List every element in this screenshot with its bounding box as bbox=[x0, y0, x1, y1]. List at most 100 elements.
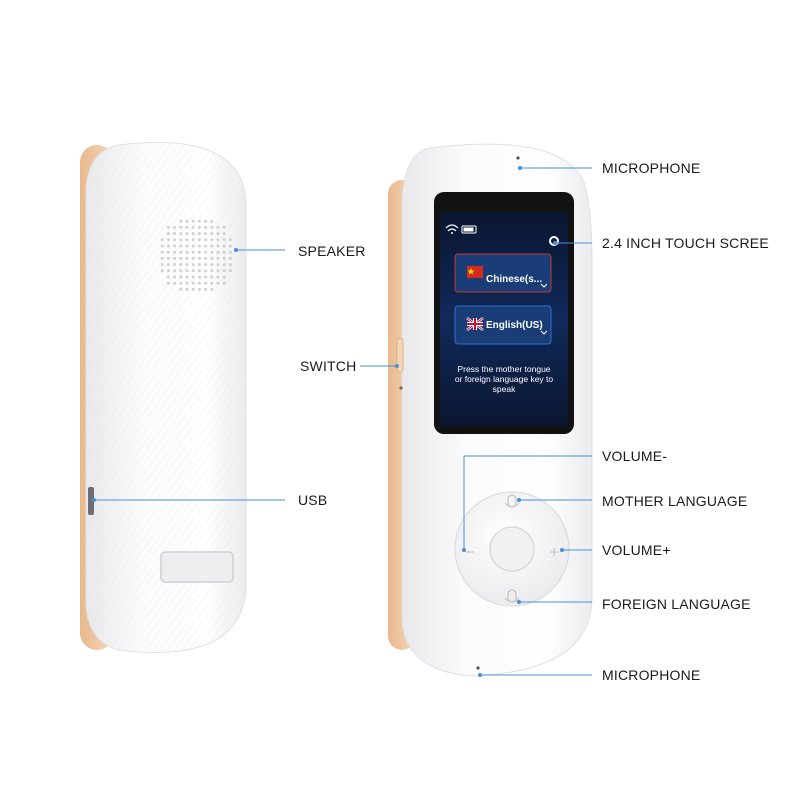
speaker-hole bbox=[210, 275, 214, 279]
speaker-hole bbox=[216, 263, 220, 267]
speaker-hole bbox=[173, 281, 177, 285]
chevron-down-icon bbox=[540, 330, 548, 335]
speaker-hole bbox=[197, 281, 201, 285]
speaker-hole bbox=[160, 269, 164, 273]
speaker-hole bbox=[191, 225, 195, 229]
instruction-line-3: speak bbox=[492, 384, 516, 394]
callout-line-volume-plus bbox=[560, 548, 592, 552]
speaker-hole bbox=[204, 219, 208, 223]
label-switch: SWITCH bbox=[300, 358, 357, 374]
speaker-hole bbox=[204, 225, 208, 229]
speaker-hole bbox=[185, 250, 189, 254]
speaker-hole bbox=[204, 269, 208, 273]
speaker-hole bbox=[191, 244, 195, 248]
speaker-hole bbox=[191, 232, 195, 236]
speaker-hole bbox=[197, 250, 201, 254]
usb-port bbox=[88, 487, 94, 515]
speaker-hole bbox=[222, 256, 226, 260]
speaker-hole bbox=[185, 256, 189, 260]
label-mother-language: MOTHER LANGUAGE bbox=[602, 493, 748, 509]
speaker-hole bbox=[210, 263, 214, 267]
speaker-hole bbox=[191, 219, 195, 223]
microphone-icon-base bbox=[504, 502, 520, 508]
speaker-hole bbox=[216, 256, 220, 260]
label-microphone-top: MICROPHONE bbox=[602, 160, 701, 176]
back-label-plate bbox=[160, 551, 234, 583]
speaker-hole bbox=[173, 238, 177, 242]
speaker-hole bbox=[204, 281, 208, 285]
speaker-hole bbox=[216, 238, 220, 242]
speaker-hole bbox=[222, 225, 226, 229]
speaker-hole bbox=[179, 275, 183, 279]
speaker-hole bbox=[179, 281, 183, 285]
speaker-hole bbox=[210, 287, 214, 291]
speaker-hole bbox=[179, 238, 183, 242]
speaker-hole bbox=[191, 269, 195, 273]
speaker-hole bbox=[191, 287, 195, 291]
speaker-hole bbox=[160, 244, 164, 248]
speaker-hole bbox=[166, 232, 170, 236]
speaker-hole bbox=[191, 238, 195, 242]
uk-flag-icon bbox=[466, 317, 484, 331]
speaker-hole bbox=[173, 256, 177, 260]
microphone-icon-base bbox=[504, 597, 520, 603]
speaker-hole bbox=[216, 232, 220, 236]
callout-line-speaker bbox=[234, 248, 285, 252]
speaker-hole bbox=[197, 269, 201, 273]
speaker-hole bbox=[210, 232, 214, 236]
speaker-hole bbox=[179, 269, 183, 273]
speaker-hole bbox=[185, 238, 189, 242]
speaker-hole bbox=[173, 269, 177, 273]
callout-line-touch-screen bbox=[553, 241, 592, 245]
callout-line-microphone-top bbox=[518, 166, 592, 170]
label-usb: USB bbox=[298, 492, 328, 508]
speaker-hole bbox=[179, 225, 183, 229]
wifi-icon-dot bbox=[451, 232, 453, 234]
microphone-top-hole bbox=[516, 156, 520, 160]
speaker-hole bbox=[166, 250, 170, 254]
speaker-hole bbox=[210, 238, 214, 242]
label-microphone-bottom: MICROPHONE bbox=[602, 667, 701, 683]
speaker-hole bbox=[204, 256, 208, 260]
china-flag-icon bbox=[467, 266, 483, 278]
speaker-hole bbox=[166, 238, 170, 242]
speaker-hole bbox=[179, 244, 183, 248]
speaker-hole bbox=[185, 244, 189, 248]
speaker-hole bbox=[166, 275, 170, 279]
battery-icon bbox=[461, 225, 477, 234]
callout-line-foreign-language bbox=[517, 600, 592, 604]
speaker-hole bbox=[160, 250, 164, 254]
speaker-hole bbox=[216, 275, 220, 279]
device-front bbox=[388, 143, 593, 677]
speaker-hole bbox=[210, 250, 214, 254]
speaker-hole bbox=[228, 250, 232, 254]
speaker-hole bbox=[173, 232, 177, 236]
battery-icon-level bbox=[463, 227, 474, 232]
speaker-hole bbox=[210, 219, 214, 223]
speaker-hole bbox=[222, 263, 226, 267]
speaker-hole bbox=[173, 225, 177, 229]
label-touch-screen: 2.4 INCH TOUCH SCREE bbox=[602, 235, 769, 251]
speaker-hole bbox=[185, 232, 189, 236]
speaker-hole bbox=[222, 232, 226, 236]
speaker-hole bbox=[179, 287, 183, 291]
callout-lines bbox=[92, 166, 592, 677]
speaker-hole bbox=[197, 232, 201, 236]
language-card-top bbox=[454, 253, 552, 293]
speaker-hole bbox=[173, 263, 177, 267]
callout-line-mother-language bbox=[517, 498, 592, 502]
speaker-hole bbox=[191, 275, 195, 279]
speaker-hole bbox=[216, 225, 220, 229]
speaker-hole bbox=[185, 225, 189, 229]
speaker-hole bbox=[228, 238, 232, 242]
speaker-hole bbox=[204, 238, 208, 242]
instruction-line-1: Press the mother tongue bbox=[457, 364, 551, 374]
speaker-hole bbox=[179, 263, 183, 267]
speaker-hole bbox=[166, 281, 170, 285]
speaker-hole bbox=[204, 244, 208, 248]
speaker-hole bbox=[216, 244, 220, 248]
speaker-hole bbox=[191, 250, 195, 254]
speaker-hole bbox=[179, 250, 183, 254]
